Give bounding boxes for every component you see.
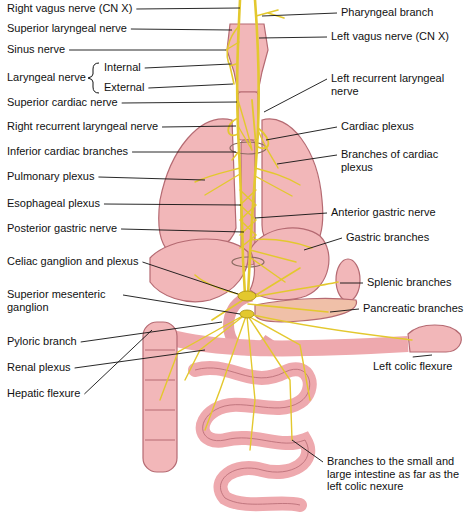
part-label: Left recurrent laryngeal nerve xyxy=(330,72,450,97)
gastric-branches xyxy=(250,239,312,282)
part-label: Splenic branches xyxy=(366,276,452,289)
part-label: Hepatic flexure xyxy=(6,387,81,400)
part-label: External xyxy=(103,81,145,94)
part-label: Sinus nerve xyxy=(6,43,66,56)
leader-line xyxy=(255,213,327,218)
leader-line xyxy=(264,79,327,112)
leader-line xyxy=(142,262,238,294)
leader-line xyxy=(277,155,337,164)
diaphragm-ring xyxy=(232,257,264,267)
celiac-ganglion xyxy=(238,291,256,301)
haustra xyxy=(145,350,175,440)
part-label: Superior cardiac nerve xyxy=(6,96,119,109)
part-label: Right vagus nerve (CN X) xyxy=(6,2,133,15)
sinus-nerve xyxy=(226,42,239,50)
leader-line xyxy=(136,8,240,9)
part-label: Pancreatic branches xyxy=(362,302,464,315)
leader-line xyxy=(84,330,152,394)
celiac-ganglion xyxy=(238,291,256,318)
leader-line xyxy=(121,229,244,232)
ascending-colon xyxy=(143,322,177,472)
leader-line xyxy=(292,440,323,462)
part-label: Internal xyxy=(103,61,142,74)
leader-line xyxy=(123,295,240,314)
part-label: Celiac ganglion and plexus xyxy=(6,255,139,268)
leader-line xyxy=(131,29,232,30)
mesenteric-branches xyxy=(160,314,412,450)
nerve xyxy=(160,0,412,450)
leader-line xyxy=(98,177,205,180)
pulmonary-plexus xyxy=(195,168,300,196)
larynx xyxy=(227,24,268,92)
leader-line xyxy=(259,37,327,38)
cardiac-branches xyxy=(232,100,278,168)
part-label: Inferior cardiac branches xyxy=(6,145,129,158)
part-label: Esophageal plexus xyxy=(6,197,101,210)
part-label: Pyloric branch xyxy=(6,335,78,348)
superior-mesenteric-ganglion xyxy=(240,310,254,318)
part-label: Pharyngeal branch xyxy=(340,6,434,19)
part-label: Superior laryngeal nerve xyxy=(6,22,128,35)
leader-line xyxy=(75,350,205,368)
leader-line xyxy=(69,50,226,51)
part-label: Branches of cardiac plexus xyxy=(340,148,454,173)
leader-line xyxy=(148,84,233,88)
celiac-branches xyxy=(195,268,338,320)
pharyngeal-branch xyxy=(256,10,284,18)
part-label: Left colic flexure xyxy=(372,360,453,373)
part-label: Anterior gastric nerve xyxy=(330,206,437,219)
leader-line xyxy=(132,152,236,153)
part-label: Superior mesenteric ganglion xyxy=(6,288,120,313)
right-lung xyxy=(159,119,236,258)
leader-line xyxy=(304,238,342,250)
laryngeal-bracket xyxy=(88,63,99,93)
leader-line xyxy=(81,322,222,342)
leader-line xyxy=(340,283,363,284)
right-vagus xyxy=(237,0,245,295)
left-colic-flexure xyxy=(408,325,461,352)
part-label: Gastric branches xyxy=(345,231,430,244)
leader-line xyxy=(104,204,241,205)
part-label: Renal plexus xyxy=(6,361,72,374)
leader-line xyxy=(413,355,432,357)
leader-line xyxy=(145,64,231,68)
leader-line xyxy=(266,127,337,140)
leader-line xyxy=(122,102,237,103)
part-label: Posterior gastric nerve xyxy=(6,222,118,235)
superior-laryngeal xyxy=(227,26,239,84)
part-label: Right recurrent laryngeal nerve xyxy=(6,120,159,133)
leader-line xyxy=(162,126,236,127)
spleen xyxy=(336,259,360,301)
leader-line xyxy=(330,309,359,312)
part-label: Branches to the small and large intestin… xyxy=(326,455,472,493)
part-label: Cardiac plexus xyxy=(340,120,415,133)
part-label: Laryngeal nerve xyxy=(6,71,87,84)
part-label: Pulmonary plexus xyxy=(6,170,95,183)
organ xyxy=(143,24,461,505)
leader-line xyxy=(262,13,337,16)
part-label: Left vagus nerve (CN X) xyxy=(330,30,450,43)
